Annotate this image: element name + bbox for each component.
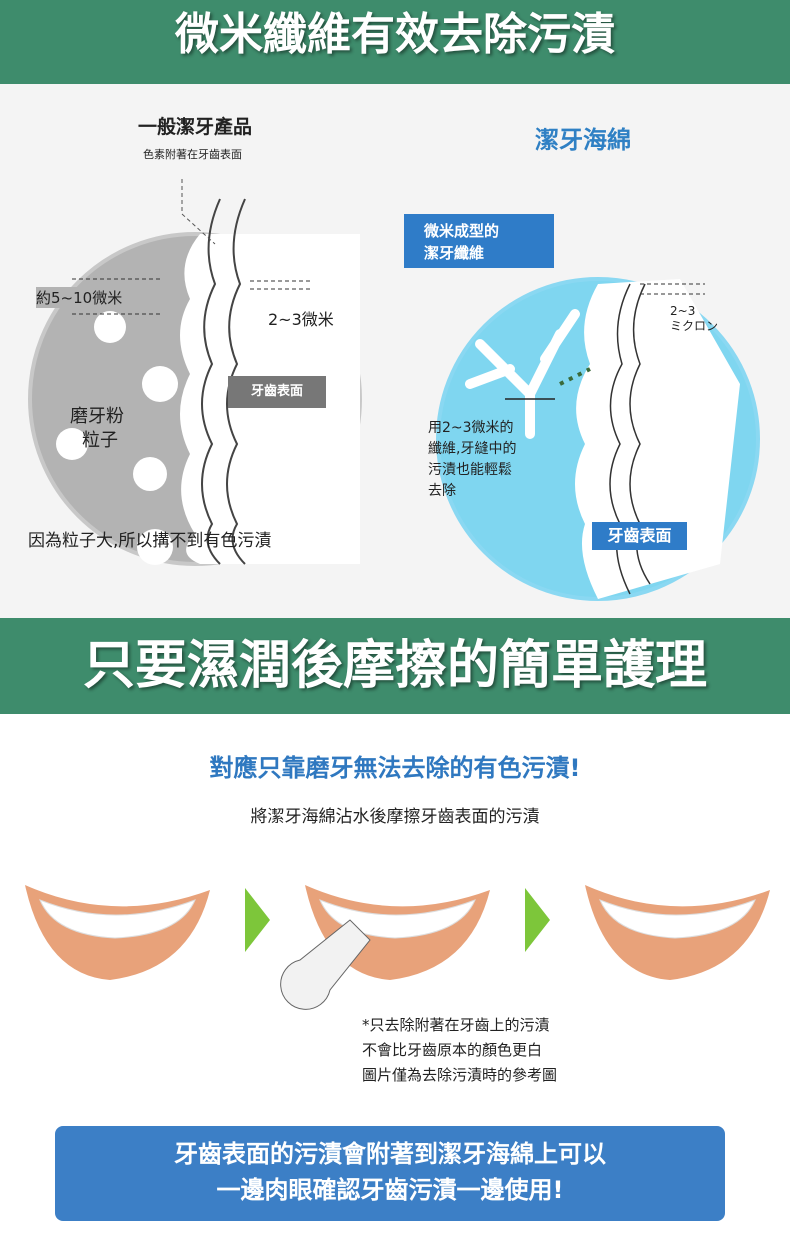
particle-label: 粒子 — [82, 430, 118, 451]
disclaimer: *只去除附著在牙齒上的污漬 不會比牙齒原本的顏色更白 圖片僅為去除污漬時的參考圖 — [362, 1013, 557, 1088]
banner-title: 只要濕潤後摩擦的簡單護理 — [82, 636, 707, 696]
comparison-section: 一般潔牙產品 色素附著在牙齒表面 約5~10微米 2~3微米 牙齒表面 磨牙粉 … — [0, 84, 790, 618]
particle-size-label: 約5~10微米 — [36, 287, 123, 308]
desc-line: 去除 — [428, 483, 456, 499]
fiber-tag-line: 微米成型的 — [424, 222, 500, 240]
micron-value: 2~3 — [670, 304, 696, 318]
callout-line: 牙齒表面的污漬會附著到潔牙海綿上可以 — [174, 1140, 606, 1168]
banner-microfiber: 微米纖維有效去除污漬 — [0, 0, 790, 84]
tooth-surface-tag: 牙齒表面 — [592, 522, 687, 550]
arrow-icon — [245, 888, 270, 952]
smile-during — [280, 885, 490, 1010]
disclaimer-line: *只去除附著在牙齒上的污漬 — [362, 1016, 550, 1034]
fiber-tag-line: 潔牙纖維 — [424, 244, 485, 262]
section-heading: 對應只靠磨牙無法去除的有色污漬! — [209, 754, 581, 782]
banner-care: 只要濕潤後摩擦的簡單護理 — [0, 618, 790, 714]
banner-title: 微米纖維有效去除污漬 — [175, 9, 615, 60]
right-title: 潔牙海綿 — [535, 126, 631, 154]
micron-unit: ミクロン — [670, 319, 719, 333]
gap-size-label: 2~3微米 — [268, 310, 334, 329]
desc-line: 污漬也能輕鬆 — [428, 462, 512, 478]
smile-after — [585, 885, 770, 980]
smile-before — [25, 885, 210, 980]
left-caption: 因為粒子大,所以搆不到有色污漬 — [28, 531, 272, 551]
section-subheading: 將潔牙海綿沾水後摩擦牙齒表面的污漬 — [250, 807, 540, 827]
disclaimer-line: 圖片僅為去除污漬時的參考圖 — [362, 1066, 558, 1084]
disclaimer-line: 不會比牙齒原本的顏色更白 — [362, 1041, 543, 1059]
desc-line: 纖維,牙縫中的 — [428, 441, 517, 457]
callout-box: 牙齒表面的污漬會附著到潔牙海綿上可以 一邊肉眼確認牙齒污漬一邊使用! — [55, 1126, 725, 1221]
comparison-illustration — [28, 179, 760, 601]
arrow-icon — [525, 888, 550, 952]
steps-illustration — [25, 885, 770, 1010]
tooth-surface-tag: 牙齒表面 — [228, 376, 326, 408]
particle-label: 磨牙粉 — [70, 406, 124, 427]
left-title: 一般潔牙產品 — [138, 116, 253, 138]
micron-label: 2~3 ミクロン — [670, 304, 718, 334]
fiber-description: 用2~3微米的 纖維,牙縫中的 污漬也能輕鬆 去除 — [428, 418, 516, 502]
callout-line: 一邊肉眼確認牙齒污漬一邊使用! — [216, 1176, 564, 1204]
desc-line: 用2~3微米的 — [428, 420, 514, 436]
sponge-icon — [280, 919, 371, 1010]
fiber-tag: 微米成型的 潔牙纖維 — [404, 214, 554, 268]
left-subtitle: 色素附著在牙齒表面 — [143, 148, 242, 161]
